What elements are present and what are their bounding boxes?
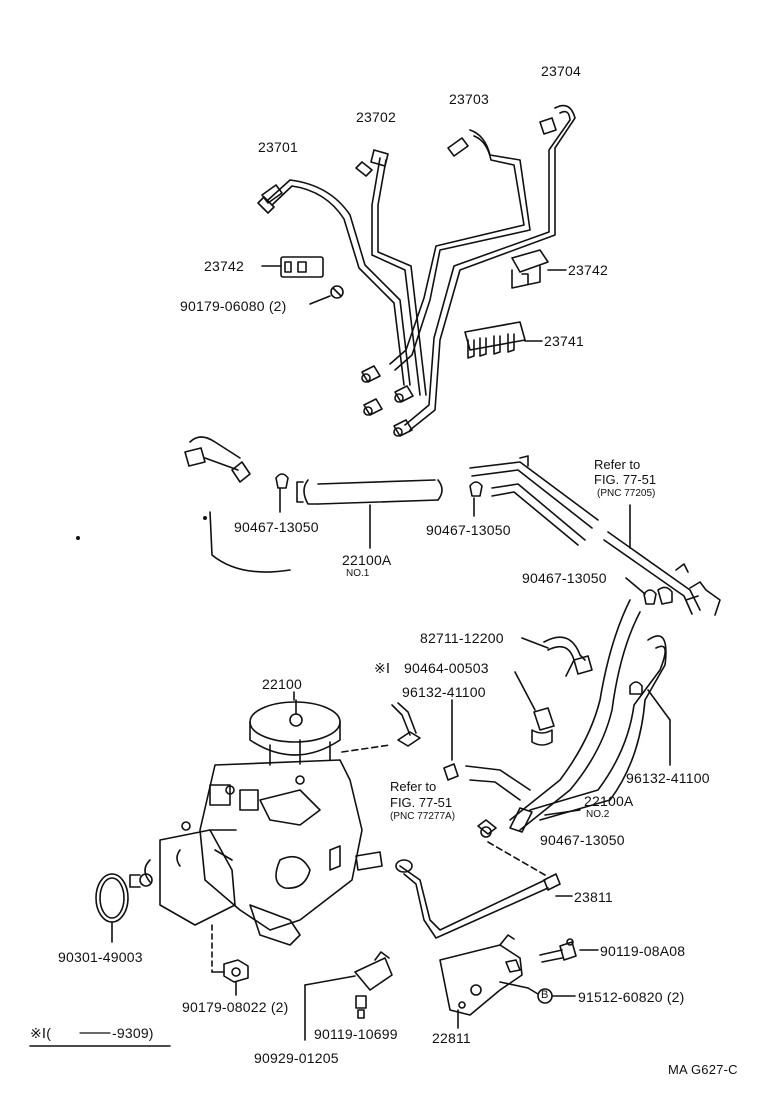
label-23742-right: 23742	[568, 262, 608, 278]
ref-top-pnc: (PNC 77205)	[597, 488, 656, 499]
clamp-13050-c	[625, 577, 657, 605]
bolt-10699	[355, 995, 367, 1019]
bolt-06080	[309, 285, 344, 305]
ref-top-refer: Refer to	[594, 457, 641, 472]
label-90119-08A08: 90119-08A08	[600, 943, 686, 959]
label-82711-12200: 82711-12200	[420, 630, 504, 646]
label-90179-06080: 90179-06080 (2)	[180, 298, 287, 314]
sensor-22811	[439, 934, 523, 1029]
hose-22100A-no2	[465, 599, 667, 838]
label-90464-00503: 90464-00503	[404, 660, 489, 676]
label-23742-left: 23742	[204, 258, 244, 274]
injection-pump-22100	[129, 699, 383, 946]
pipe-23811	[395, 841, 573, 939]
figure-code: MA G627-C	[668, 1062, 738, 1077]
hose-96132-right	[629, 681, 671, 766]
bolt-60820	[499, 981, 576, 1004]
label-90467-13050-b: 90467-13050	[426, 522, 511, 538]
clamp-23741	[464, 321, 543, 359]
label-22100A-no2: 22100A	[584, 793, 634, 809]
injection-pipe-23704	[404, 104, 576, 431]
label-22811: 22811	[432, 1030, 471, 1046]
ref-mid-fig: FIG. 77-51	[390, 795, 453, 810]
label-90301-49003: 90301-49003	[58, 949, 143, 965]
label-23741: 23741	[544, 333, 584, 349]
ref-top-fig: FIG. 77-51	[594, 472, 657, 487]
fuel-pipe-refer	[603, 504, 721, 616]
oring-90301	[95, 873, 129, 943]
label-90464-prefix: ※Ⅰ	[374, 660, 391, 676]
footnote-range: -9309)	[112, 1025, 154, 1041]
label-23702: 23702	[356, 109, 396, 125]
ref-mid-refer: Refer to	[390, 779, 437, 794]
label-90119-10699: 90119-10699	[314, 1026, 398, 1042]
label-bolt-marker-b: B	[541, 989, 549, 1001]
label-96132-41100-right: 96132-41100	[626, 770, 710, 786]
label-96132-41100-left: 96132-41100	[402, 684, 486, 700]
clip-82711	[521, 636, 593, 677]
clip-01205	[304, 951, 393, 1041]
ring-90464	[514, 671, 555, 746]
footnote-mark: ※Ⅰ(	[30, 1025, 52, 1041]
injection-pipe-23703	[389, 129, 531, 371]
tee-pipe-right	[469, 455, 599, 546]
injection-pipe-23702	[355, 149, 427, 396]
hose-22100A-no1	[296, 479, 443, 549]
label-90179-08022: 90179-08022 (2)	[182, 999, 289, 1015]
label-23701: 23701	[258, 139, 298, 155]
bolt-08A08	[539, 938, 599, 963]
label-22100A-no2-sub: NO.2	[586, 809, 610, 820]
label-23811: 23811	[574, 889, 613, 905]
clamp-23742-right	[511, 249, 567, 289]
label-90467-13050-c: 90467-13050	[522, 570, 607, 586]
label-22100: 22100	[262, 676, 302, 692]
pipe-end-nuts	[361, 365, 414, 437]
label-90929-01205: 90929-01205	[254, 1050, 339, 1066]
pump-dash	[341, 744, 391, 753]
clamp-23742-left	[261, 256, 324, 278]
label-91512-60820: 91512-60820 (2)	[578, 989, 685, 1005]
nut-08022	[211, 924, 249, 996]
label-22100A-no1-sub: NO.1	[346, 568, 370, 579]
hose-96132-left	[391, 699, 459, 781]
fuel-fitting-left	[184, 436, 291, 573]
clamp-13050-a	[275, 473, 289, 513]
ref-mid-pnc: (PNC 77277A)	[390, 811, 456, 822]
label-23704: 23704	[541, 63, 581, 79]
label-90467-13050-d: 90467-13050	[540, 832, 625, 848]
label-22100A-no1: 22100A	[342, 552, 392, 568]
label-23703: 23703	[449, 91, 489, 107]
injection-pipe-23701	[257, 179, 411, 386]
label-90467-13050-a: 90467-13050	[234, 519, 319, 535]
clamp-13050-b	[469, 481, 483, 517]
